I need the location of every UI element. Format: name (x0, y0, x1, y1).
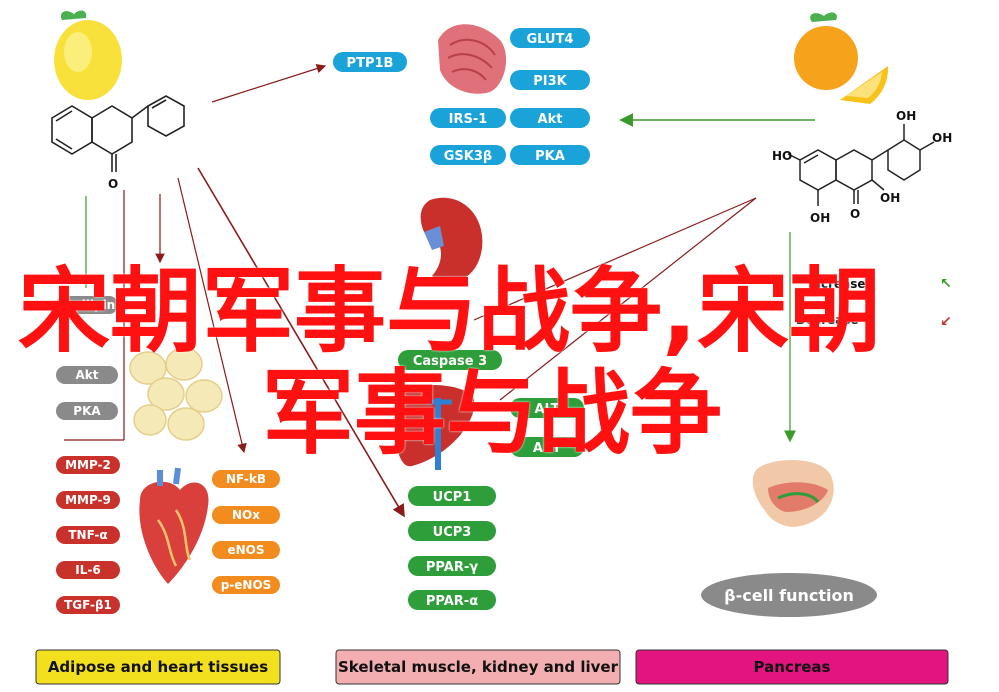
footer-skeletal: Skeletal muscle, kidney and liver (335, 649, 621, 685)
pancreas-icon (752, 459, 834, 527)
svg-text:Skeletal muscle, kidney and li: Skeletal muscle, kidney and liver (338, 658, 619, 676)
svg-text:UCP1: UCP1 (433, 490, 472, 505)
legend-increase: Increase (808, 277, 866, 291)
quercetin-oh-top: OH (896, 109, 916, 123)
top-receptors-group: PTP1B GLUT4 PI3K IRS-1 Akt GSK3β PKA (333, 28, 590, 165)
quercetin-molecule (787, 124, 935, 206)
beta-cell-oval (701, 573, 877, 617)
adipose-left-group: Perilipin Akt PKA (56, 296, 118, 420)
pill-enos: eNOS (212, 541, 280, 559)
svg-text:PPAR-γ: PPAR-γ (426, 560, 478, 575)
quercetin-oh-right: OH (932, 131, 952, 145)
liver-pills-group: Caspase 3 ALT AST (398, 350, 584, 457)
svg-text:IRS-1: IRS-1 (449, 112, 488, 127)
svg-text:MMP-2: MMP-2 (65, 458, 111, 472)
fat-cells-icon (129, 347, 223, 441)
muscle-icon (438, 24, 507, 94)
decrease-arrow-icon: ↙ (940, 314, 952, 330)
pill-perilipin: Perilipin (56, 296, 118, 314)
orange-icon (794, 12, 889, 104)
heart-pills-group: NF-kB NOx eNOS p-eNOS (212, 470, 280, 594)
svg-text:Akt: Akt (75, 368, 98, 382)
pill-ucp1: UCP1 (408, 486, 496, 506)
svg-text:PTP1B: PTP1B (347, 56, 394, 71)
quercetin-o-bottom: O (850, 207, 860, 221)
legend-decrease: Decrease (796, 313, 859, 327)
pill-akt-left: Akt (56, 366, 118, 384)
watermark-line-1: 宋朝军事与战争,宋朝 (18, 258, 881, 365)
svg-text:GSK3β: GSK3β (444, 149, 492, 164)
pill-ppar-alpha: PPAR-α (408, 590, 496, 610)
pill-pi3k: PI3K (510, 70, 590, 90)
pill-pka-left: PKA (56, 402, 118, 420)
pill-gsk3b: GSK3β (430, 145, 506, 165)
beta-cell-label: β-cell function (724, 586, 854, 605)
footer-adipose: Adipose and heart tissues (35, 649, 281, 685)
quercetin-ho-left: HO (772, 149, 792, 163)
svg-text:IL-6: IL-6 (75, 563, 100, 577)
svg-text:PPAR-α: PPAR-α (426, 594, 478, 609)
pill-alt: ALT (510, 398, 584, 418)
pill-caspase3: Caspase 3 (398, 350, 502, 370)
svg-text:TNF-α: TNF-α (68, 528, 107, 542)
svg-text:Caspase 3: Caspase 3 (413, 354, 487, 369)
pill-irs1: IRS-1 (430, 108, 506, 128)
pill-ppar-gamma: PPAR-γ (408, 556, 496, 576)
svg-text:PKA: PKA (73, 404, 101, 418)
svg-text:PI3K: PI3K (533, 74, 567, 89)
pill-ptp1b: PTP1B (333, 52, 407, 72)
svg-text:GLUT4: GLUT4 (527, 32, 574, 47)
quercetin-oh-bottom: OH (810, 211, 830, 225)
pill-nfkb: NF-kB (212, 470, 280, 488)
svg-text:ALT: ALT (534, 402, 559, 417)
pill-glut4: GLUT4 (510, 28, 590, 48)
watermark-line-2: 军事与战争 (262, 360, 723, 467)
pill-il6: IL-6 (56, 561, 120, 579)
pill-tgfb1: TGF-β1 (56, 596, 120, 614)
pill-mmp9: MMP-9 (56, 491, 120, 509)
lemon-icon (54, 10, 122, 100)
pill-ucp3: UCP3 (408, 521, 496, 541)
svg-text:PKA: PKA (535, 149, 565, 164)
svg-text:TGF-β1: TGF-β1 (64, 598, 112, 612)
svg-text:Adipose and heart tissues: Adipose and heart tissues (48, 658, 268, 676)
kidney-icon (420, 197, 483, 283)
arrows (64, 63, 815, 518)
svg-text:NF-kB: NF-kB (226, 472, 266, 486)
pill-pka-top: PKA (510, 145, 590, 165)
svg-text:eNOS: eNOS (227, 543, 264, 557)
svg-text:AST: AST (533, 441, 561, 456)
pill-ast: AST (510, 437, 584, 457)
flavone-o-label: O (108, 177, 118, 191)
heart-icon (139, 467, 209, 584)
footer-pancreas: Pancreas (635, 649, 949, 685)
svg-text:NOx: NOx (232, 508, 260, 522)
pill-mmp2: MMP-2 (56, 456, 120, 474)
increase-arrow-icon: ↖ (940, 276, 952, 292)
svg-text:p-eNOS: p-eNOS (221, 578, 272, 592)
inflammation-group: MMP-2 MMP-9 TNF-α IL-6 TGF-β1 (56, 456, 120, 614)
pill-tnfa: TNF-α (56, 526, 120, 544)
muscle-pills-group: UCP1 UCP3 PPAR-γ PPAR-α (408, 486, 496, 610)
svg-text:Akt: Akt (538, 112, 563, 127)
svg-text:MMP-9: MMP-9 (65, 493, 111, 507)
flavone-molecule (51, 95, 185, 172)
liver-icon (394, 385, 475, 470)
quercetin-oh-mid: OH (880, 191, 900, 205)
svg-text:UCP3: UCP3 (433, 525, 472, 540)
pill-penos: p-eNOS (212, 576, 280, 594)
svg-text:Perilipin: Perilipin (59, 298, 115, 312)
pill-akt-top: Akt (510, 108, 590, 128)
svg-text:Pancreas: Pancreas (754, 658, 831, 676)
pill-nox: NOx (212, 506, 280, 524)
